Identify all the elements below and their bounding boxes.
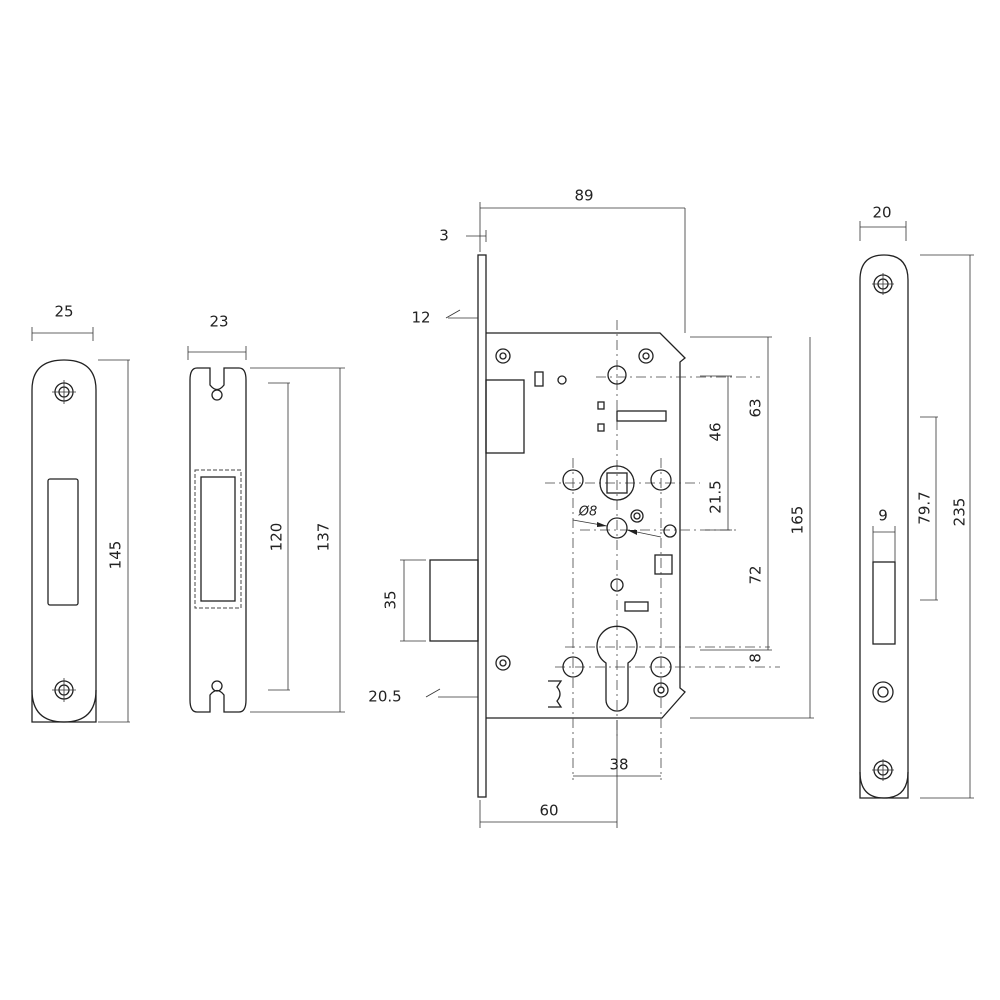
strike-plate: 23 120 137: [187, 313, 345, 713]
mortise-lock-body: 89 3 12 35 20.5 60 38 Ø8 46 21.5 63 72 8…: [368, 187, 814, 828]
dim-cylinder-offset: 8: [747, 653, 765, 663]
dim-spindle-to-top: 46: [707, 422, 725, 441]
deadbolt: [485, 379, 525, 454]
spindle-icon: [599, 465, 635, 501]
screw-icon: [52, 380, 76, 404]
screw-icon: [495, 348, 511, 364]
dim-latch-height: 35: [382, 590, 400, 609]
dim-faceplate-height: 145: [107, 541, 125, 570]
dim-faceplate-thickness: 3: [439, 227, 449, 245]
dim-case-height: 165: [789, 506, 807, 535]
dim-slot-width: 9: [878, 507, 888, 525]
cylinder-cutout: [596, 625, 638, 712]
dim-spindle-to-case-top: 63: [747, 398, 765, 417]
screw-icon: [653, 682, 669, 698]
front-faceplate: 25 145: [31, 303, 130, 723]
latch-bolt: [429, 559, 479, 642]
dim-center-distance: 72: [747, 565, 765, 584]
screw-icon: [872, 759, 894, 781]
dim-plate-height: 235: [951, 498, 969, 527]
dim-case-depth: 89: [574, 187, 593, 205]
dim-slot-position: 79.7: [916, 491, 934, 524]
dim-faceplate-offset: 12: [411, 309, 430, 327]
dim-faceplate-width: 25: [54, 303, 73, 321]
dim-hole-spacing: 38: [609, 756, 628, 774]
dim-lower-offset: 20.5: [368, 688, 401, 706]
screw-icon: [638, 348, 654, 364]
dim-backset: 60: [539, 802, 558, 820]
dim-hole-diameter: Ø8: [578, 505, 598, 520]
screw-icon: [630, 509, 644, 523]
side-faceplate: 20 9 79.7 235: [859, 204, 974, 799]
dim-strike-height: 137: [315, 523, 333, 552]
dim-plate-width: 20: [872, 204, 891, 222]
screw-icon: [52, 678, 76, 702]
dim-strike-slot: 120: [268, 523, 286, 552]
dim-strike-width: 23: [209, 313, 228, 331]
dim-spindle-to-hole: 21.5: [707, 480, 725, 513]
screw-icon: [872, 273, 894, 295]
screw-icon: [495, 655, 511, 671]
